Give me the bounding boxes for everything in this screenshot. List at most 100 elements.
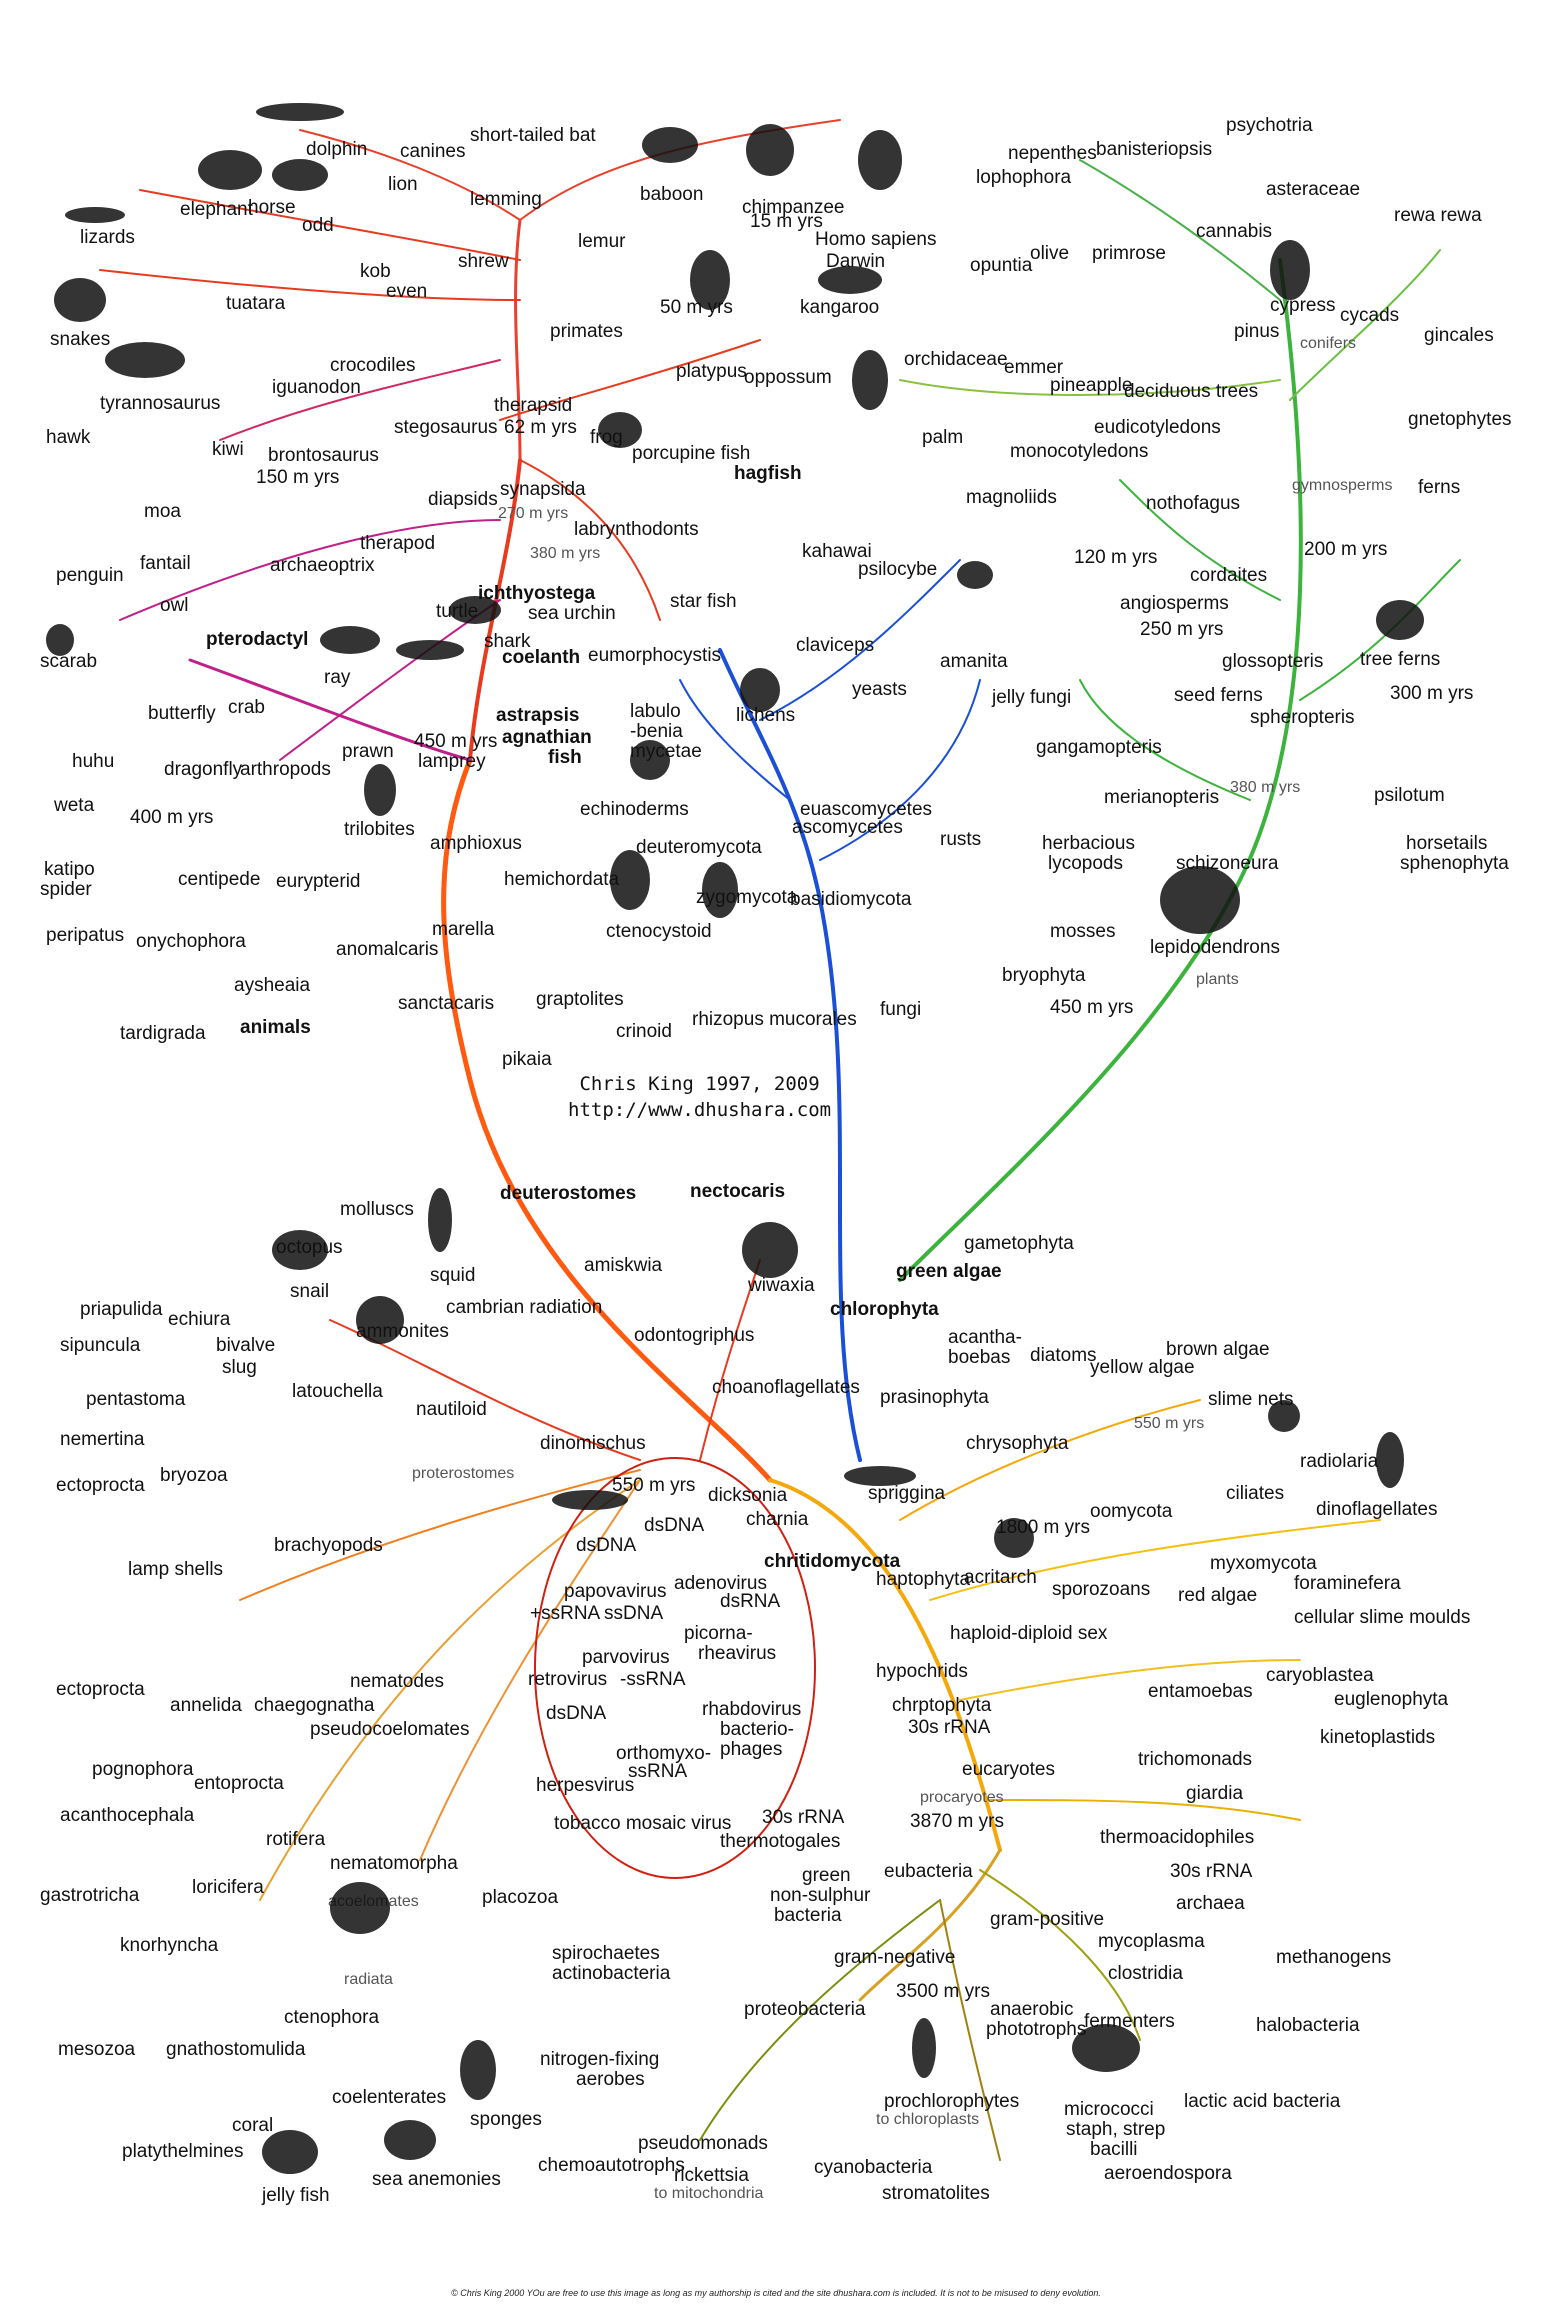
label-chlorophyta: chlorophyta [830, 1299, 939, 1320]
label-placozoa: placozoa [482, 1887, 559, 1908]
sponge-icon [460, 2040, 496, 2100]
radiolaria-icon [1268, 1400, 1300, 1432]
label-palm: palm [922, 427, 964, 448]
label-conifers: conifers [1300, 335, 1357, 352]
dinoflagellate-icon [1376, 1432, 1404, 1488]
label-bacterio: bacterio- [720, 1719, 794, 1740]
label-odd: odd [302, 215, 334, 236]
label-seed-ferns: seed ferns [1174, 685, 1263, 706]
label-lemming: lemming [470, 189, 542, 210]
label-katipo: katipo [44, 859, 95, 880]
label-banisteriopsis: banisteriopsis [1096, 139, 1213, 160]
label-iguanodon: iguanodon [272, 377, 361, 398]
elephant-icon [198, 150, 262, 190]
label-entamoebas: entamoebas [1148, 1681, 1253, 1702]
label-pterodactyl: pterodactyl [206, 629, 309, 650]
label-sporozoans: sporozoans [1052, 1579, 1151, 1600]
snake-icon [54, 278, 106, 322]
label-cannabis: cannabis [1196, 221, 1273, 242]
label-actinobacteria: actinobacteria [552, 1963, 671, 1984]
label-platythelmines: platythelmines [122, 2141, 244, 2162]
label-magnoliids: magnoliids [966, 487, 1057, 508]
lizard-icon [65, 207, 125, 223]
label-lamprey: lamprey [418, 751, 486, 772]
label-sea-anemonies: sea anemonies [372, 2169, 501, 2190]
label-550-m-yrs: 550 m yrs [612, 1475, 696, 1496]
shark-icon [396, 640, 464, 660]
label-benia: -benia [630, 721, 683, 742]
label-green: green [802, 1865, 851, 1886]
label-diapsids: diapsids [428, 489, 498, 510]
label-mesozoa: mesozoa [58, 2039, 136, 2060]
turtle-icon [449, 596, 501, 624]
credit-url[interactable]: http://www.dhushara.com [568, 1098, 832, 1121]
label-cycads: cycads [1340, 305, 1400, 326]
label-peripatus: peripatus [46, 925, 125, 946]
label-scarab: scarab [40, 651, 98, 672]
label-30s-rrna-2: 30s rRNA [762, 1807, 845, 1828]
label-mosses: mosses [1050, 921, 1116, 942]
horse-icon [272, 159, 328, 191]
baboon-icon [642, 127, 698, 163]
label-knorhyncha: knorhyncha [120, 1935, 219, 1956]
label-bacteria: bacteria [774, 1905, 842, 1926]
label-phages: phages [720, 1739, 783, 1760]
amanita-icon [957, 561, 993, 589]
label-250-m-yrs: 250 m yrs [1140, 619, 1224, 640]
label-picorna: picorna- [684, 1623, 753, 1644]
label-monocotyledons: monocotyledons [1010, 441, 1149, 462]
label-horsetails: horsetails [1406, 833, 1488, 854]
label-pentastoma: pentastoma [86, 1389, 186, 1410]
label-agnathian: agnathian [502, 727, 592, 748]
label-to-mitochondria: to mitochondria [654, 2185, 764, 2202]
label-moa: moa [144, 501, 181, 522]
label-kob: kob [360, 261, 391, 282]
label-shark: shark [484, 631, 531, 652]
label-caryoblastea: caryoblastea [1266, 1665, 1374, 1686]
label-staph-strep: staph, strep [1066, 2119, 1166, 2140]
squid-icon [428, 1188, 452, 1252]
label-shrew: shrew [458, 251, 509, 272]
label-nautiloid: nautiloid [416, 1399, 487, 1420]
wiwaxia-icon [742, 1222, 798, 1278]
label-myxomycota: myxomycota [1210, 1553, 1317, 1574]
label-centipede: centipede [178, 869, 261, 890]
label-lactic-acid-bacteria: lactic acid bacteria [1184, 2091, 1341, 2112]
label-chemoautotrophs: chemoautotrophs [538, 2155, 685, 2176]
label-green-algae: green algae [896, 1261, 1002, 1282]
label-pognophora: pognophora [92, 1759, 194, 1780]
spriggina-2-icon [844, 1466, 916, 1486]
acritarch-icon [994, 1518, 1034, 1558]
label-dsdna-1: dsDNA [644, 1515, 705, 1536]
label-loricifera: loricifera [192, 1877, 264, 1898]
label-ray: ray [324, 667, 351, 688]
trilobite-icon [364, 764, 396, 816]
label-400-m-yrs: 400 m yrs [130, 807, 214, 828]
label-parvovirus: parvovirus [582, 1647, 670, 1668]
lepidodendron-icon [1160, 866, 1240, 934]
label-amanita: amanita [940, 651, 1008, 672]
label-merianopteris: merianopteris [1104, 787, 1220, 808]
label-tree-ferns: tree ferns [1360, 649, 1441, 670]
label-methanogens: methanogens [1276, 1947, 1392, 1968]
label-stegosaurus: stegosaurus [394, 417, 498, 438]
label-non-sulphur: non-sulphur [770, 1885, 871, 1906]
label-anaerobic: anaerobic [990, 1999, 1074, 2020]
label-onychophora: onychophora [136, 931, 246, 952]
label-boebas: boebas [948, 1347, 1011, 1368]
label-odontogriphus: odontogriphus [634, 1325, 755, 1346]
octopus-icon [272, 1230, 328, 1270]
copyright-footer: © Chris King 2000 YOu are free to use th… [451, 2288, 1101, 2298]
label-even: even [386, 281, 428, 302]
label-sipuncula: sipuncula [60, 1335, 141, 1356]
label-coral: coral [232, 2115, 274, 2136]
label-butterfly: butterfly [148, 703, 216, 724]
label-sanctacaris: sanctacaris [398, 993, 495, 1014]
darwin-icon [858, 130, 902, 190]
label-coelanth: coelanth [502, 647, 581, 668]
label-eurypterid: eurypterid [276, 871, 361, 892]
cypress-icon [1270, 240, 1310, 300]
label-cordaites: cordaites [1190, 565, 1268, 586]
